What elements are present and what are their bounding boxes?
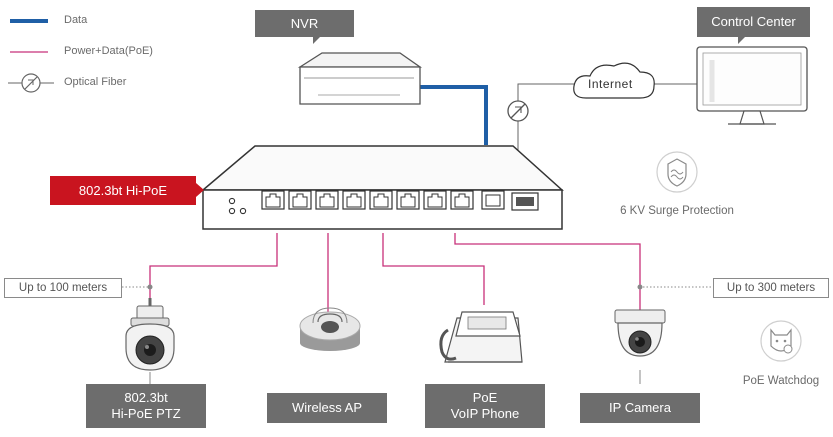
surge-caption: 6 KV Surge Protection bbox=[620, 205, 734, 217]
voip-phone-icon bbox=[439, 311, 523, 363]
ptz-camera-icon bbox=[125, 298, 175, 371]
poe-link-phone bbox=[382, 233, 485, 305]
switch-badge: 802.3bt Hi-PoE bbox=[50, 176, 196, 205]
watchdog-caption: PoE Watchdog bbox=[742, 375, 820, 387]
internet-label: Internet bbox=[588, 77, 633, 91]
legend-data-label: Data bbox=[64, 14, 88, 26]
device-label-ap: Wireless AP bbox=[267, 393, 387, 423]
fiber-icon bbox=[507, 100, 529, 122]
rj45-port bbox=[315, 190, 339, 210]
surge-protection-icon bbox=[656, 151, 698, 193]
rj45-port bbox=[288, 190, 312, 210]
control-center-label: Control Center bbox=[697, 7, 810, 37]
rj45-port bbox=[342, 190, 366, 210]
legend-poe-label: Power+Data(PoE) bbox=[64, 45, 153, 57]
fiber-link bbox=[517, 83, 580, 165]
ip-camera-icon bbox=[614, 309, 666, 357]
distance-100m-label: Up to 100 meters bbox=[4, 278, 122, 298]
rj45-port bbox=[261, 190, 285, 210]
poe-switch-icon bbox=[200, 145, 564, 230]
legend bbox=[8, 19, 54, 93]
nvr-label: NVR bbox=[255, 10, 354, 37]
rj45-port bbox=[369, 190, 393, 210]
wireless-ap-icon bbox=[299, 307, 361, 351]
device-label-ipcam: IP Camera bbox=[580, 393, 700, 423]
poe-link-ipcam bbox=[454, 233, 641, 310]
rj45-port bbox=[450, 190, 474, 210]
rj45-port bbox=[423, 190, 447, 210]
nvr-icon bbox=[297, 52, 423, 105]
internet-cloud-icon bbox=[573, 62, 655, 99]
watchdog-icon bbox=[760, 320, 802, 362]
nvr-data-link bbox=[420, 85, 488, 145]
monitor-icon bbox=[696, 46, 808, 125]
poe-link-ptz bbox=[149, 233, 278, 300]
distance-300m-label: Up to 300 meters bbox=[713, 278, 829, 298]
connections bbox=[122, 83, 712, 384]
legend-fiber-label: Optical Fiber bbox=[64, 76, 127, 88]
rj45-port bbox=[396, 190, 420, 210]
legend-fiber-icon bbox=[8, 73, 54, 93]
